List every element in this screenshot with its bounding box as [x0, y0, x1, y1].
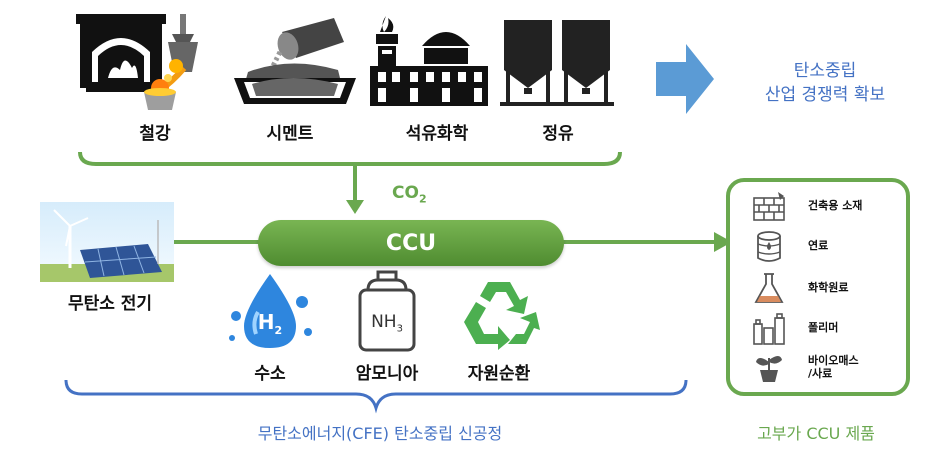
- energy-label-recycling: 자원순환: [467, 364, 531, 384]
- product-item-chemical: 화학원료: [730, 272, 910, 308]
- hydrogen-symbol: H2: [248, 310, 292, 337]
- recycle-icon: [458, 278, 540, 350]
- goal-line2: 산업 경쟁력 확보: [764, 85, 886, 105]
- carbon-free-power-label: 무탄소 전기: [67, 294, 153, 314]
- renewable-power-image: [40, 202, 174, 282]
- industry-label-steel: 철강: [139, 124, 171, 144]
- industry-label-petrochemical: 석유화학: [405, 124, 469, 144]
- co2-label: CO2: [392, 183, 427, 205]
- industry-label-cement: 시멘트: [266, 124, 314, 144]
- products-title: 고부가 CCU 제품: [757, 424, 875, 443]
- nh3-sub: 3: [396, 323, 403, 335]
- h2-sub: 2: [274, 324, 283, 337]
- brick-wall-icon: [752, 190, 786, 224]
- co2-sub: 2: [418, 192, 427, 206]
- nh3-main: NH: [371, 312, 397, 332]
- co2-main: CO: [392, 183, 419, 203]
- flask-icon: [752, 272, 786, 306]
- refinery-silo-icon: [498, 12, 616, 112]
- product-item-construction: 건축용 소재: [730, 190, 910, 226]
- energy-label-ammonia: 암모니아: [355, 364, 419, 384]
- goal-line1: 탄소중립: [793, 61, 857, 81]
- ccu-label: CCU: [385, 230, 437, 256]
- polymer-bottles-icon: [752, 312, 786, 346]
- product-label: 바이오매스 /사료: [808, 354, 859, 380]
- ammonia-tank-icon: [354, 270, 420, 352]
- products-box: 건축용 소재 연료 화학원료: [726, 178, 910, 396]
- product-item-polymer: 폴리머: [730, 312, 910, 348]
- h2-main: H: [257, 310, 275, 334]
- industry-bracket: [70, 148, 630, 218]
- cement-mixer-icon: [230, 12, 360, 112]
- product-label: 연료: [808, 239, 829, 252]
- energy-label-hydrogen: 수소: [254, 364, 286, 384]
- industry-label-refinery: 정유: [542, 124, 574, 144]
- petrochemical-plant-icon: [366, 12, 492, 112]
- goal-arrow: [656, 44, 716, 114]
- ccu-pill: CCU: [258, 220, 564, 266]
- steel-furnace-icon: [72, 12, 222, 112]
- hydrogen-drop-icon: [222, 272, 318, 352]
- ammonia-symbol: NH3: [354, 312, 420, 334]
- fuel-barrel-icon: [752, 230, 786, 264]
- product-label: 화학원료: [808, 281, 849, 294]
- process-bracket: [56, 378, 696, 414]
- product-item-biomass: 바이오매스 /사료: [730, 350, 910, 386]
- product-label: 폴리머: [808, 321, 839, 334]
- process-title: 무탄소에너지(CFE) 탄소중립 신공정: [257, 424, 503, 443]
- product-label: 건축용 소재: [808, 199, 863, 212]
- plant-pot-icon: [752, 350, 786, 384]
- product-item-fuel: 연료: [730, 230, 910, 266]
